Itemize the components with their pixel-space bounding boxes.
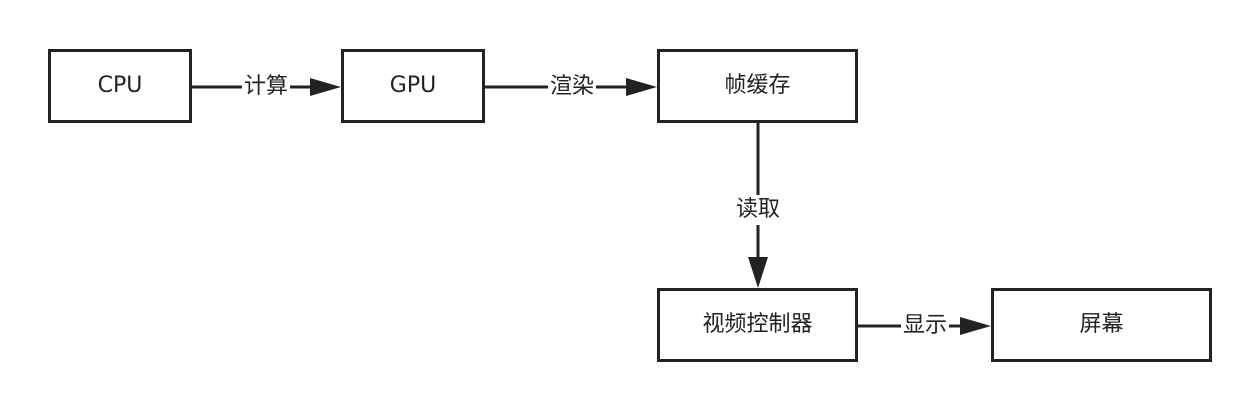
edge-label-read: 读取 xyxy=(733,195,783,225)
node-gpu-label: GPU xyxy=(389,73,437,98)
node-gpu: GPU xyxy=(341,49,485,123)
edge-label-compute: 计算 xyxy=(241,74,291,99)
edge-label-render: 渲染 xyxy=(547,74,597,99)
node-screen-label: 屏幕 xyxy=(1079,312,1124,337)
node-cpu: CPU xyxy=(48,49,192,123)
node-frame-buffer: 帧缓存 xyxy=(657,49,858,123)
node-video-controller: 视频控制器 xyxy=(657,288,858,362)
edge-fb-vc-arrowhead xyxy=(748,257,768,288)
edge-cpu-gpu-arrowhead xyxy=(310,78,341,96)
node-video-controller-label: 视频控制器 xyxy=(702,312,813,337)
edge-vc-screen-arrowhead xyxy=(960,317,991,335)
node-screen: 屏幕 xyxy=(991,288,1212,362)
node-cpu-label: CPU xyxy=(97,73,143,98)
edge-label-display: 显示 xyxy=(900,313,950,338)
node-frame-buffer-label: 帧缓存 xyxy=(724,73,791,98)
edge-gpu-fb-arrowhead xyxy=(626,78,657,96)
